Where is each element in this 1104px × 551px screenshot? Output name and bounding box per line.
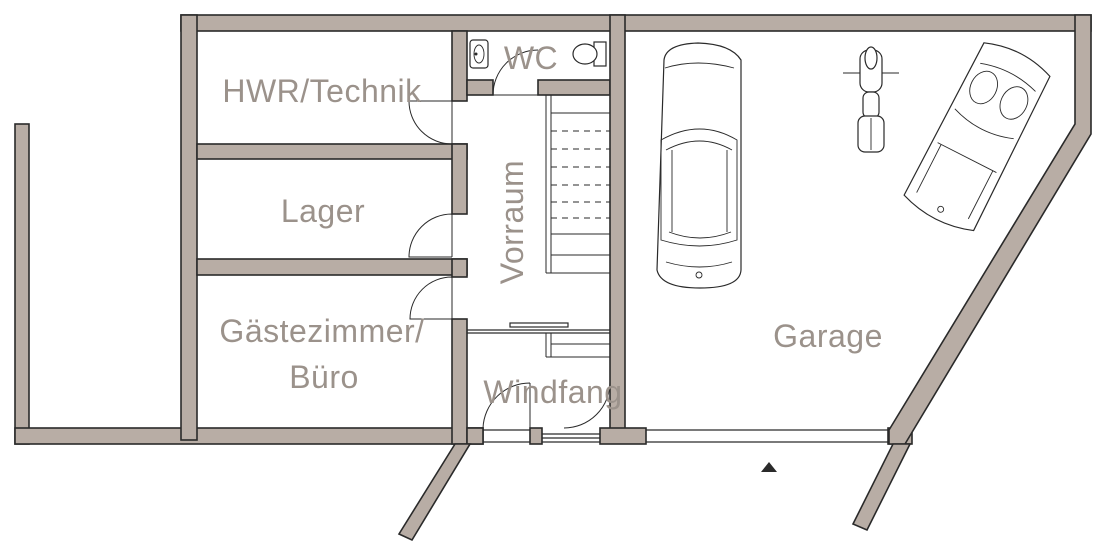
wall-building-left <box>180 14 198 441</box>
room-labels: HWR/Technik WC Lager Vorraum Gästezimmer… <box>219 40 882 410</box>
wall-corridor-left-4 <box>451 318 468 445</box>
label-lager: Lager <box>281 193 365 229</box>
sink-icon <box>469 39 489 69</box>
label-wc: WC <box>504 40 558 76</box>
toilet-icon <box>572 41 607 67</box>
wall-hwr-lager <box>196 143 468 160</box>
wall-bottom-mid <box>466 427 484 445</box>
door-entrance <box>482 382 531 429</box>
stairs <box>545 95 610 358</box>
motorcycle-icon <box>843 46 899 153</box>
glass-door-frame <box>509 322 569 328</box>
wall-diagonal-left-exterior <box>397 443 472 542</box>
wall-corridor-left-1 <box>451 30 468 102</box>
wall-left-outer <box>14 123 30 445</box>
wall-bottom-step-left <box>529 427 543 445</box>
wall-corridor-left-3 <box>451 258 468 278</box>
label-vorraum: Vorraum <box>494 160 530 284</box>
wall-lager-gaeste <box>196 258 468 276</box>
convertible-car-icon <box>903 42 1051 232</box>
walls <box>14 14 1092 542</box>
wall-corridor-left-2 <box>451 143 468 215</box>
wall-top <box>180 14 1092 32</box>
wall-wc-bottom <box>466 79 494 96</box>
door-gaeste <box>409 276 453 320</box>
doors <box>408 49 611 429</box>
label-windfang: Windfang <box>483 374 622 410</box>
label-hwr: HWR/Technik <box>222 73 422 109</box>
entrance-arrow-icon <box>761 462 777 472</box>
door-garage-side <box>563 381 611 429</box>
label-gaeste-1: Gästezimmer/ <box>219 313 424 349</box>
door-hwr <box>408 100 453 145</box>
label-garage: Garage <box>773 318 883 354</box>
thin-lines <box>467 322 888 443</box>
car-icon <box>656 42 742 289</box>
wall-bottom-left <box>14 427 484 445</box>
wall-bottom-step-right <box>599 427 647 445</box>
wall-wc-right <box>537 79 611 96</box>
wall-diagonal-right-exterior <box>851 443 912 532</box>
door-lager <box>408 213 453 258</box>
door-wc <box>492 49 539 96</box>
label-gaeste-2: Büro <box>289 359 359 395</box>
